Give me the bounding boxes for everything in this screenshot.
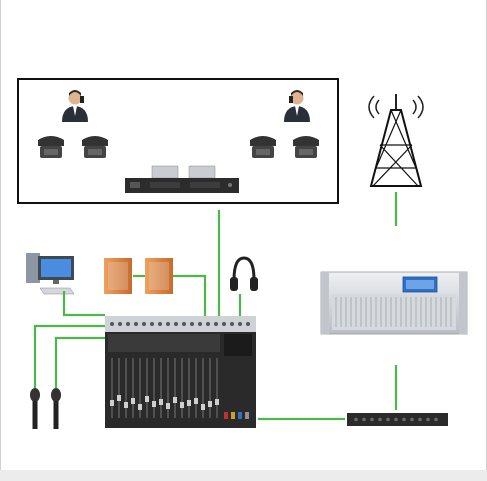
bottom-strip: [0, 470, 487, 481]
microphone-icon: [51, 388, 61, 429]
headphones-icon: [230, 256, 258, 291]
fm-transmitter-icon: [320, 271, 468, 335]
antenna-tower-icon: [368, 94, 424, 187]
desk-phone-icon: [82, 136, 108, 158]
desk-phone-icon: [38, 136, 64, 158]
computer-icon: [26, 253, 75, 295]
businessman-on-phone-icon: [284, 90, 310, 122]
link-mic-right-to-mixer: [54, 336, 105, 388]
businessman-on-phone-icon: [62, 90, 88, 122]
speaker-icon: [104, 258, 132, 294]
speaker-icon: [145, 258, 173, 294]
desk-phone-icon: [250, 136, 276, 158]
telephone-hybrid-rack-icon: [125, 165, 239, 193]
link-mic-left-to-mixer: [33, 324, 105, 388]
desk-phone-icon: [293, 136, 319, 158]
microphone-icon: [30, 388, 40, 429]
audio-processor-icon: [347, 413, 448, 426]
link-computer-to-mixer: [62, 291, 105, 317]
link-speakers-to-mixer: [173, 274, 207, 316]
audio-mixer-icon: [105, 316, 256, 428]
